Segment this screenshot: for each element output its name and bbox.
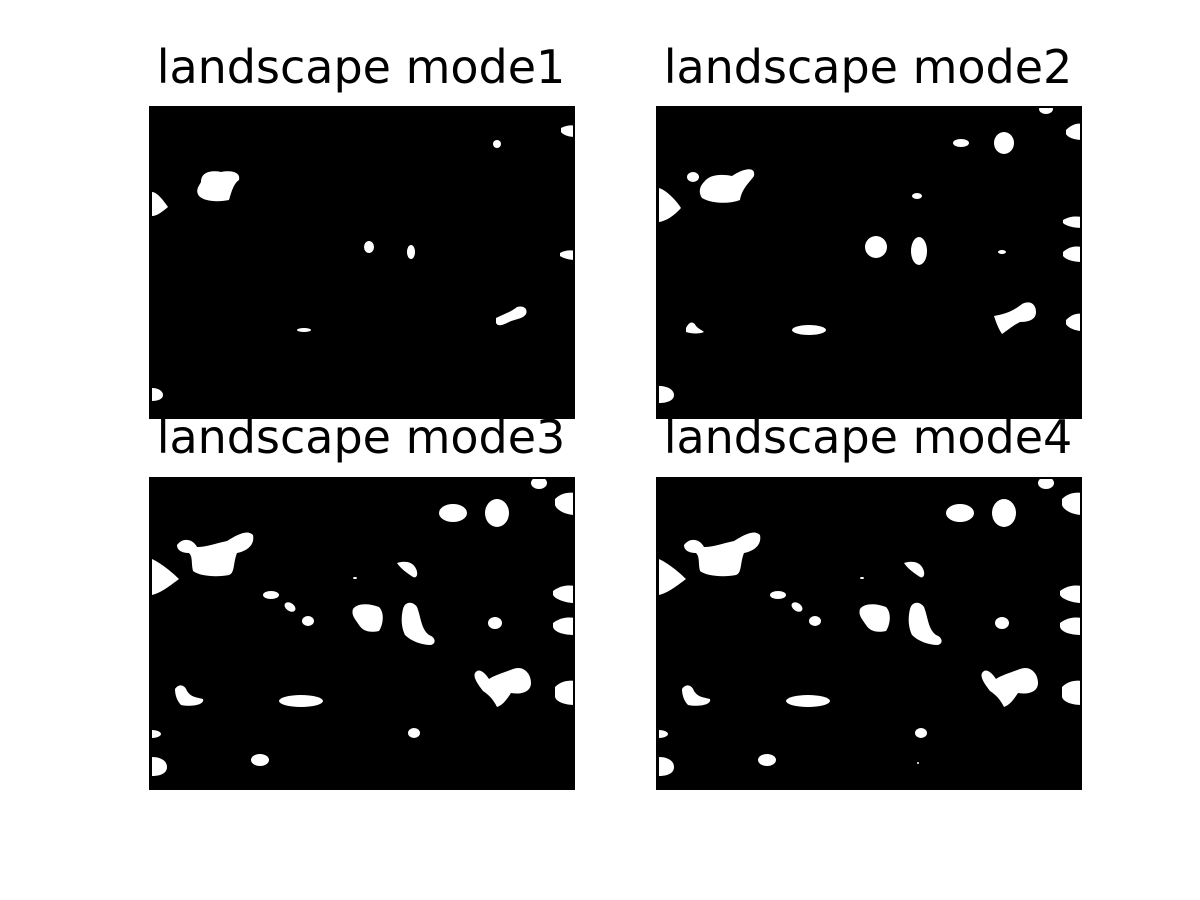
blob	[994, 132, 1014, 154]
blob	[659, 757, 674, 776]
blob	[912, 193, 922, 199]
blob	[684, 532, 761, 577]
blob	[1063, 246, 1082, 262]
blob	[908, 602, 942, 645]
blob	[152, 192, 168, 216]
blob	[284, 602, 296, 612]
image-background	[149, 477, 575, 790]
blob	[998, 250, 1006, 254]
blob	[352, 604, 383, 632]
blob	[560, 250, 575, 260]
blob	[302, 616, 314, 626]
blob	[792, 325, 826, 335]
blob	[152, 388, 163, 401]
landscape-image-3	[149, 477, 575, 790]
blob	[1066, 123, 1082, 140]
blob	[786, 695, 830, 707]
blob	[946, 504, 974, 522]
blob	[553, 585, 575, 603]
blob	[197, 171, 240, 202]
blob	[995, 617, 1009, 629]
blob	[992, 499, 1016, 527]
blob	[682, 685, 711, 706]
blob	[177, 532, 254, 577]
blob	[915, 728, 927, 738]
blob	[279, 695, 323, 707]
blob	[791, 602, 803, 612]
blob	[1038, 477, 1054, 489]
image-frame	[149, 477, 575, 790]
blob	[859, 604, 890, 632]
blob	[659, 559, 686, 595]
panel-title: landscape mode1	[156, 40, 566, 94]
blob	[1062, 492, 1082, 515]
blob	[364, 241, 374, 253]
blob	[152, 757, 167, 776]
blob	[981, 667, 1038, 707]
blob	[687, 172, 699, 182]
blob	[152, 559, 179, 595]
panel-title: landscape mode4	[663, 410, 1073, 464]
blob	[809, 616, 821, 626]
image-background	[149, 106, 575, 419]
blob	[439, 504, 467, 522]
image-frame	[656, 106, 1082, 419]
blob	[175, 685, 204, 706]
blob	[917, 762, 919, 764]
blob	[911, 237, 927, 265]
blob	[953, 139, 969, 147]
blob	[758, 754, 776, 766]
blob	[860, 577, 864, 579]
blob	[770, 591, 786, 599]
blob	[561, 125, 575, 137]
blob	[488, 617, 502, 629]
blob	[865, 236, 887, 258]
blob	[531, 477, 547, 489]
blob	[994, 302, 1036, 334]
landscape-image-2	[656, 106, 1082, 419]
blob	[251, 754, 269, 766]
image-background	[656, 477, 1082, 790]
blob	[555, 492, 575, 515]
blob	[401, 602, 435, 645]
blob	[1060, 585, 1082, 603]
blob	[1063, 216, 1082, 228]
blob	[297, 328, 311, 332]
blob	[904, 561, 925, 578]
image-background	[656, 106, 1082, 419]
panel-title: landscape mode2	[663, 40, 1073, 94]
blob	[659, 730, 668, 738]
blob	[699, 169, 755, 203]
image-frame	[656, 477, 1082, 790]
blob	[263, 591, 279, 599]
blob	[493, 140, 501, 148]
blob	[553, 617, 575, 635]
blob	[1062, 680, 1082, 705]
blob	[659, 386, 674, 403]
blob	[1066, 313, 1082, 331]
blob	[353, 577, 357, 579]
image-frame	[149, 106, 575, 419]
blob	[1060, 617, 1082, 635]
blob	[686, 322, 704, 334]
blob	[407, 245, 415, 259]
blob	[496, 306, 527, 326]
blob	[474, 667, 531, 707]
panel-title: landscape mode3	[156, 410, 566, 464]
blob	[485, 499, 509, 527]
blob	[659, 188, 681, 222]
blob	[397, 561, 418, 578]
blob	[408, 728, 420, 738]
blob	[152, 730, 161, 738]
blob	[555, 680, 575, 705]
landscape-image-4	[656, 477, 1082, 790]
landscape-image-1	[149, 106, 575, 419]
